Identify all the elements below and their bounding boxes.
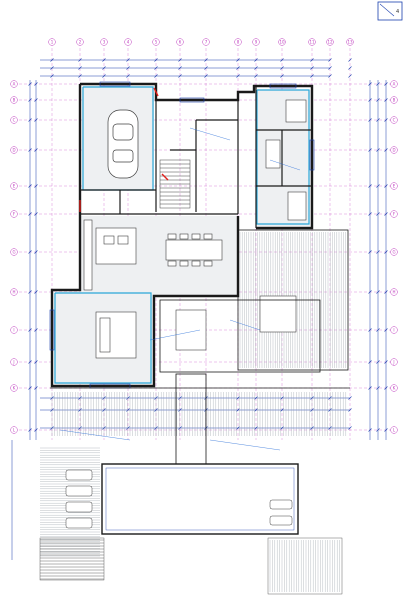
grid-column-bubble: 13	[346, 38, 354, 46]
grid-row-bubble-left: B	[10, 96, 18, 104]
grid-row-bubble-left: G	[10, 248, 18, 256]
windows	[49, 81, 315, 389]
grid-column-label: 5	[155, 39, 158, 44]
grid-row-bubble-right: J	[390, 358, 398, 366]
car-icon	[107, 109, 139, 179]
grid-column-bubble: 3	[100, 38, 108, 46]
grid-column-label: 2	[79, 39, 82, 44]
steps-bottom-left	[39, 537, 105, 581]
grid-row-label: D	[12, 147, 15, 152]
grid-row-bubble-right: A	[390, 80, 398, 88]
grid-column-label: 4	[127, 39, 130, 44]
grid-row-label: I	[13, 327, 14, 332]
grid-column-label: 12	[327, 39, 333, 44]
grid-row-label: B	[393, 97, 396, 102]
dining-table-icon	[165, 233, 223, 267]
grid-row-label: K	[393, 385, 396, 390]
grid-column-label: 3	[103, 39, 106, 44]
pool-icon	[101, 463, 299, 535]
grid-row-bubble-left: J	[10, 358, 18, 366]
grid-row-bubble-left: A	[10, 80, 18, 88]
grid-column-label: 11	[309, 39, 315, 44]
kitchen-counter-icon	[83, 219, 137, 291]
grid-row-bubble-right: I	[390, 326, 398, 334]
dimension-ticks	[28, 58, 388, 432]
grid-row-bubble-left: F	[10, 210, 18, 218]
grid-row-label: A	[13, 81, 16, 86]
grid-column-bubble: 4	[124, 38, 132, 46]
interior-walls	[80, 86, 312, 228]
grid-row-bubble-left: K	[10, 384, 18, 392]
grid-row-bubble-right: K	[390, 384, 398, 392]
grid-row-bubble-right: C	[390, 116, 398, 124]
grid-row-bubble-right: F	[390, 210, 398, 218]
grid-row-bubble-left: D	[10, 146, 18, 154]
grid-row-bubble-right: H	[390, 288, 398, 296]
grid-column-bubble: 10	[278, 38, 286, 46]
sheet-corner-tag: 4	[377, 1, 403, 21]
grid-column-bubble: 8	[234, 38, 242, 46]
grid-row-label: H	[12, 289, 15, 294]
grid-row-label: F	[393, 211, 396, 216]
grid-row-label: E	[393, 183, 396, 188]
grid-row-label: J	[12, 359, 14, 364]
grid-row-label: K	[13, 385, 16, 390]
grid-row-bubble-left: H	[10, 288, 18, 296]
grid-row-label: I	[393, 327, 394, 332]
grid-column-label: 6	[179, 39, 182, 44]
grid-column-bubble: 11	[308, 38, 316, 46]
steps-bottom-right	[267, 537, 343, 595]
grid-column-bubble: 9	[252, 38, 260, 46]
grid-row-label: G	[392, 249, 395, 254]
grid-column-bubble: 2	[76, 38, 84, 46]
grid-column-bubble: 6	[176, 38, 184, 46]
grid-column-bubble: 7	[202, 38, 210, 46]
terrace-outline	[50, 229, 350, 465]
grid-row-label: C	[393, 117, 396, 122]
grid-column-label: 8	[237, 39, 240, 44]
sun-lounger-icon	[65, 469, 293, 529]
grid-row-bubble-right: B	[390, 96, 398, 104]
grid-row-bubble-left: C	[10, 116, 18, 124]
grid-row-label: G	[12, 249, 15, 254]
staircase-icon	[159, 159, 191, 209]
grid-row-label: H	[392, 289, 395, 294]
accent-markers	[79, 87, 169, 212]
grid-row-label: L	[393, 427, 396, 432]
grid-row-bubble-left: E	[10, 182, 18, 190]
annotation-leaders	[59, 127, 301, 451]
grid-row-label: B	[13, 97, 16, 102]
bed-icon	[265, 99, 307, 221]
grid-row-bubble-right: D	[390, 146, 398, 154]
grid-row-bubble-right: E	[390, 182, 398, 190]
grid-row-label: F	[13, 211, 16, 216]
grid-row-label: D	[392, 147, 395, 152]
grid-row-label: J	[392, 359, 394, 364]
grid-row-label: L	[13, 427, 16, 432]
grid-column-bubble: 1	[48, 38, 56, 46]
grid-column-label: 7	[205, 39, 208, 44]
grid-column-bubble: 12	[326, 38, 334, 46]
grid-row-bubble-left: L	[10, 426, 18, 434]
grid-column-label: 9	[255, 39, 258, 44]
grid-column-label: 1	[51, 39, 54, 44]
grid-row-bubble-left: I	[10, 326, 18, 334]
grid-row-label: C	[13, 117, 16, 122]
grid-row-label: E	[13, 183, 16, 188]
grid-row-bubble-right: G	[390, 248, 398, 256]
grid-row-label: A	[393, 81, 396, 86]
grid-row-bubble-right: L	[390, 426, 398, 434]
corner-tag-label: 4	[396, 9, 399, 15]
grid-column-label: 13	[347, 39, 353, 44]
sofa-icon	[95, 295, 297, 359]
grid-column-label: 10	[279, 39, 285, 44]
grid-column-bubble: 5	[152, 38, 160, 46]
